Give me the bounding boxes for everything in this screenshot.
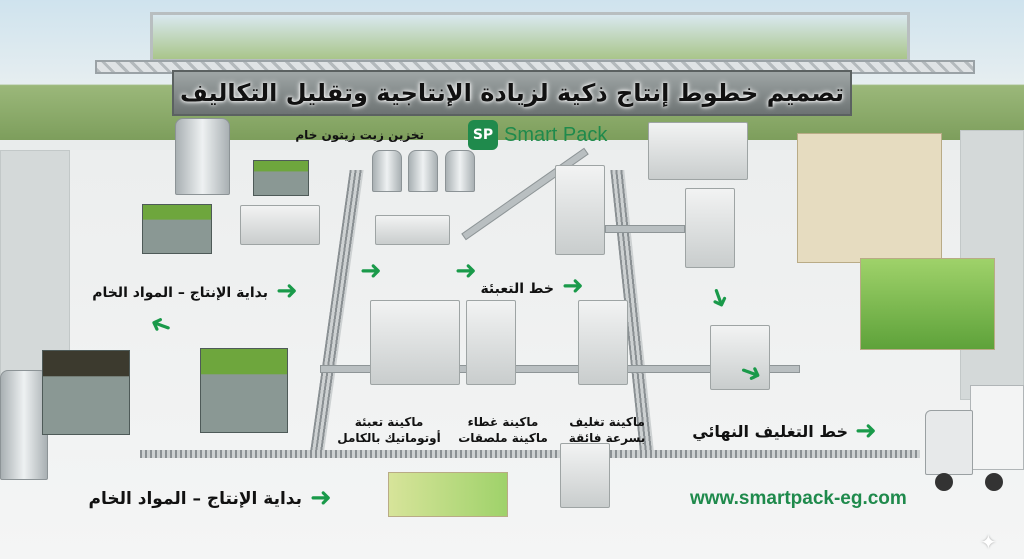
website-link[interactable]: www.smartpack-eg.com (690, 488, 907, 509)
washing-machine (240, 205, 320, 245)
product-pallets (860, 258, 995, 350)
multihead-weigher (555, 165, 605, 255)
conveyor (605, 225, 685, 233)
oil-tank (372, 150, 402, 192)
start-raw-materials-label: بداية الإنتاج – المواد الخام (92, 285, 268, 301)
arrow-right-icon: ➜ (276, 276, 298, 306)
filling-machine (370, 300, 460, 385)
decanter (375, 215, 450, 245)
oil-storage-label: تخزين زيت زيتون خام (295, 128, 424, 142)
brand-name: Smart Pack (504, 123, 608, 146)
olive-crates (42, 350, 130, 435)
capping-machine (466, 300, 516, 385)
arrow-right-icon: ➜ (562, 271, 584, 301)
olive-crates (142, 204, 212, 254)
floor-drain (140, 450, 920, 458)
wrapping-machine (578, 300, 628, 385)
olive-crates (253, 160, 309, 196)
control-panel (560, 443, 610, 508)
arrow-right-icon: ➜ (455, 256, 477, 286)
sparkle-icon: ✦ (980, 530, 997, 554)
brand-logo: SP Smart Pack (468, 120, 607, 150)
arrow-right-icon: ➜ (360, 256, 382, 286)
control-cabinet (648, 122, 748, 180)
smart-pack-logo-icon: SP (468, 120, 498, 150)
carton-pallets (797, 133, 942, 263)
product-pallets (388, 472, 508, 517)
final-packaging-label: خط التغليف النهائي (692, 422, 848, 441)
delivery-truck (925, 385, 1024, 495)
olive-crates (200, 348, 288, 433)
title-banner: تصميم خطوط إنتاج ذكية لزيادة الإنتاجية و… (172, 70, 852, 116)
bottling-conveyor (320, 365, 800, 373)
start-raw-materials-label-bottom: بداية الإنتاج – المواد الخام (88, 489, 302, 509)
arrow-right-icon: ➜ (855, 416, 877, 446)
silo (0, 370, 48, 480)
oil-tank (445, 150, 475, 192)
arrow-right-icon: ➜ (310, 483, 332, 513)
case-packer (710, 325, 770, 390)
silo (175, 118, 230, 195)
back-windows (150, 12, 910, 62)
filling-line-label: خط التعبئة (480, 281, 554, 297)
oil-tank (408, 150, 438, 192)
packing-machine (685, 188, 735, 268)
